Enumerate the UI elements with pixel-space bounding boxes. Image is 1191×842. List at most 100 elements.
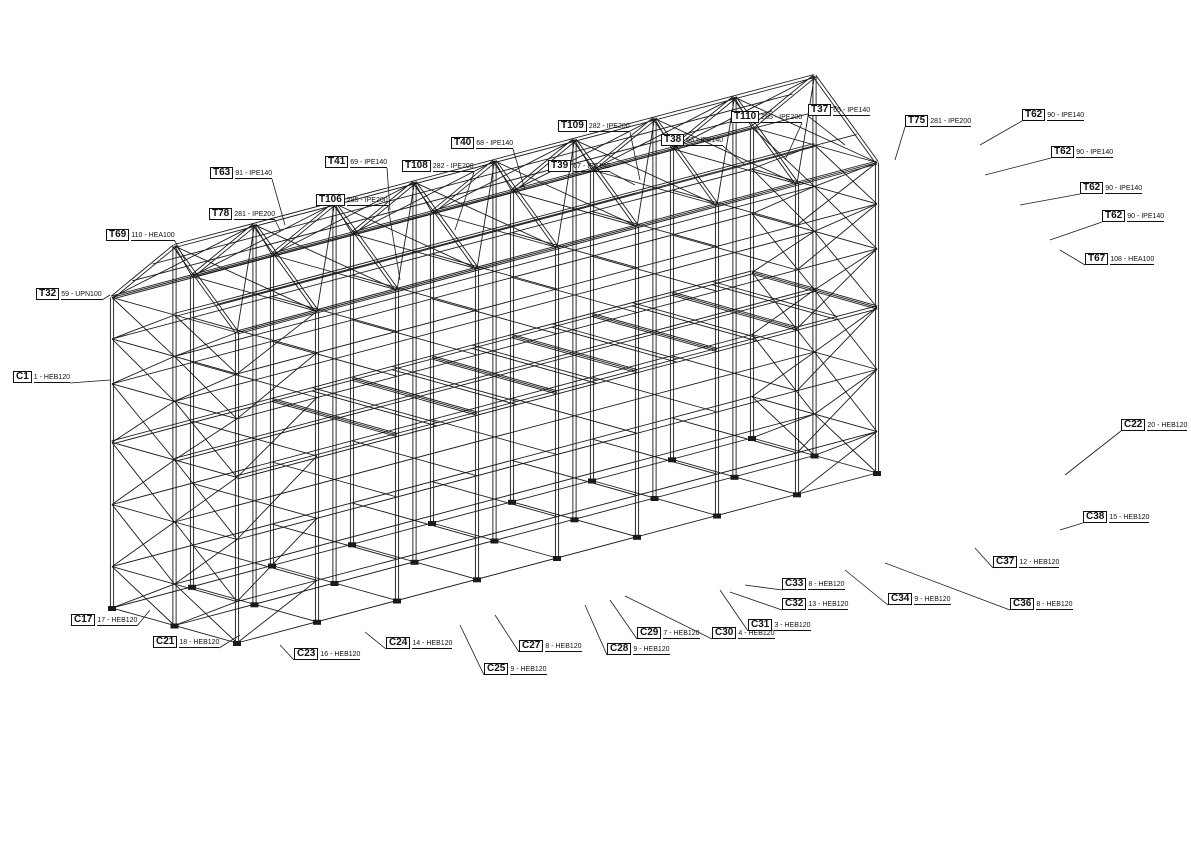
base-plate [473, 577, 481, 583]
member-55 [112, 397, 752, 567]
base-plate [250, 602, 259, 608]
tag-code: C32 [782, 598, 807, 610]
member-249 [175, 246, 193, 276]
tag-code: T38 [661, 134, 685, 146]
member-91 [192, 421, 317, 456]
member-294 [552, 327, 677, 362]
member-216 [353, 184, 416, 236]
tag-code: C22 [1121, 419, 1146, 431]
member-269 [575, 140, 593, 170]
tag-desc: 90 - IPE140 [1127, 213, 1165, 222]
tag-desc: 66 - IPE140 [686, 137, 724, 146]
tag-code: T40 [451, 137, 475, 149]
tag-desc: 1 - HEB120 [33, 374, 70, 383]
tag-desc: 110 - HEA100 [131, 232, 175, 241]
tag-desc: 9 - HEB120 [633, 646, 670, 655]
leader-line [365, 632, 386, 649]
member-292 [512, 338, 637, 373]
member-207 [176, 245, 239, 332]
tag-code: C23 [294, 648, 319, 660]
member-79 [237, 164, 877, 334]
tag-code: T67 [1085, 253, 1109, 265]
member-228 [593, 120, 656, 172]
tag-code: T109 [558, 120, 587, 132]
tag-code: T108 [402, 160, 431, 172]
tag-desc: 4 - HEB120 [738, 630, 775, 639]
leader-line [980, 121, 1022, 145]
member-185 [815, 186, 878, 248]
tag-desc: 8 - HEB120 [808, 581, 845, 590]
tag-desc: 285 - IPE200 [761, 114, 803, 123]
member-290 [472, 348, 597, 383]
tag-code: C1 [13, 371, 32, 383]
base-plate [410, 559, 419, 565]
member-167 [112, 298, 175, 357]
tag-code: C30 [712, 627, 737, 639]
member-291 [472, 345, 597, 380]
member-136 [672, 149, 797, 184]
member-90 [192, 483, 317, 518]
member-198 [797, 432, 877, 495]
tag-code: T78 [209, 208, 233, 220]
member-237 [751, 75, 814, 127]
tag-desc: 90 - IPE140 [1105, 185, 1143, 194]
member-281 [272, 398, 397, 433]
member-279 [797, 76, 815, 184]
member-149 [175, 522, 238, 602]
base-plate [188, 584, 196, 590]
member-101 [272, 255, 397, 290]
base-plate [570, 517, 579, 523]
tag-desc: 282 - IPE200 [588, 123, 630, 132]
member-221 [431, 160, 494, 212]
base-plate [873, 471, 881, 476]
leader-line [102, 295, 110, 300]
member-300 [672, 295, 797, 330]
member-253 [255, 225, 273, 255]
member-124 [592, 439, 717, 474]
member-295 [552, 324, 677, 359]
leader-line [1050, 222, 1102, 240]
member-285 [352, 377, 477, 412]
member-173 [815, 352, 878, 432]
tag-code: C27 [519, 640, 544, 652]
tag-code: T106 [316, 194, 345, 206]
member-202 [797, 204, 877, 270]
member-287 [392, 367, 517, 402]
tag-code: C21 [153, 636, 178, 648]
member-238 [813, 77, 876, 163]
tag-code: C17 [71, 614, 96, 626]
leader-line [1065, 431, 1121, 475]
member-183 [752, 214, 815, 290]
member-267 [557, 140, 575, 248]
member-251 [237, 225, 255, 333]
tag-desc: 7 - HEB120 [663, 630, 700, 639]
tag-desc: 17 - HEB120 [97, 617, 138, 626]
member-179 [752, 272, 815, 352]
base-plate [313, 619, 321, 625]
tag-code: C37 [993, 556, 1018, 568]
member-128 [592, 211, 717, 246]
leader-line [610, 600, 637, 639]
leader-line [455, 172, 474, 230]
leader-line [275, 220, 280, 230]
member-104 [352, 441, 477, 476]
leader-line [137, 610, 150, 626]
member-297 [592, 313, 717, 348]
base-plate [650, 496, 659, 501]
steel-frame [108, 75, 881, 646]
member-112 [432, 357, 557, 392]
